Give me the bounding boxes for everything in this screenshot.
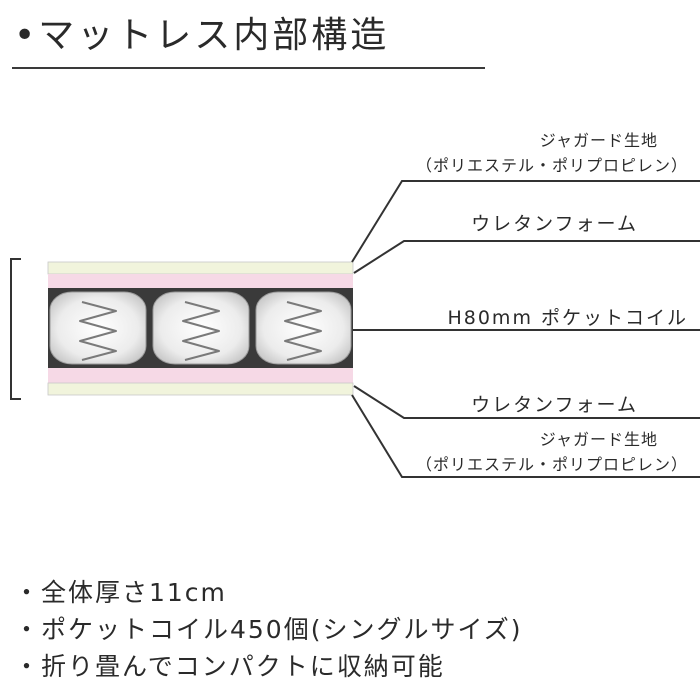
coil-spring <box>182 301 220 361</box>
bottom-foam-layer <box>48 368 353 383</box>
label-bottom-fabric-name: ジャガード生地 <box>539 430 658 449</box>
feature-item: ・ポケットコイル450個(シングルサイズ) <box>14 615 523 644</box>
top-fabric-layer <box>47 261 354 275</box>
bottom-fabric-layer <box>47 382 354 396</box>
page-title: •マットレス内部構造 <box>14 15 390 56</box>
feature-item: ・折り畳んでコンパクトに収納可能 <box>14 652 445 681</box>
title-underline <box>12 67 485 69</box>
label-bottom-foam: ウレタンフォーム <box>471 394 638 416</box>
leader-line-top-foam <box>353 240 700 274</box>
label-top-fabric-name: ジャガード生地 <box>539 131 658 150</box>
coil-pocket <box>255 291 352 365</box>
label-top-foam: ウレタンフォーム <box>471 213 638 235</box>
coil-pocket <box>152 291 250 365</box>
feature-item: ・全体厚さ11cm <box>14 578 227 607</box>
feature-list: ・全体厚さ11cm ・ポケットコイル450個(シングルサイズ) ・折り畳んでコン… <box>14 574 522 685</box>
leader-line-bottom-foam <box>353 385 700 419</box>
leader-line-top-fabric <box>351 180 700 263</box>
label-pocket-coil: H80mm ポケットコイル <box>447 307 688 329</box>
label-top-fabric-material: （ポリエステル・ポリプロピレン） <box>415 156 688 175</box>
coil-pocket <box>49 291 147 365</box>
label-bottom-fabric-material: （ポリエステル・ポリプロピレン） <box>415 455 688 474</box>
top-foam-layer <box>48 274 353 288</box>
coil-spring <box>79 301 117 361</box>
leader-line-bottom-fabric <box>351 394 700 478</box>
label-bottom-fabric: ジャガード生地 （ポリエステル・ポリプロピレン） <box>388 430 688 475</box>
thickness-bracket <box>10 258 21 400</box>
coil-spring <box>284 301 322 361</box>
label-top-fabric: ジャガード生地 （ポリエステル・ポリプロピレン） <box>388 131 688 176</box>
